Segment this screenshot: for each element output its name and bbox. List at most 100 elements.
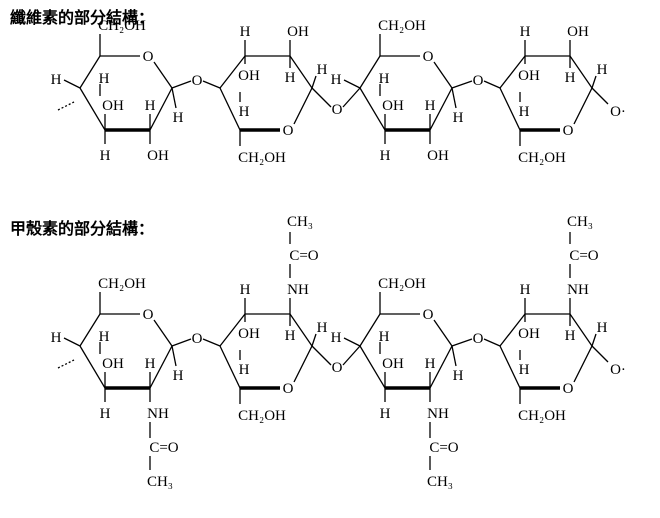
- hydrogen-label: H: [145, 98, 156, 114]
- hydrogen-label: H: [597, 62, 608, 78]
- hydrogen-label: H: [51, 330, 62, 346]
- ring-oxygen: O: [423, 307, 434, 323]
- substituent-bond: [63, 337, 81, 347]
- ring-bond: [219, 87, 241, 131]
- substituent-bond: [311, 75, 317, 89]
- glycosidic-bond: [483, 338, 501, 347]
- glycosidic-bond: [202, 80, 221, 89]
- hydrogen-label: H: [519, 362, 530, 378]
- ring-bond: [429, 87, 453, 131]
- hydrogen-label: H: [285, 328, 296, 344]
- ring-bond: [289, 313, 313, 347]
- hydrogen-label: H: [520, 282, 531, 298]
- hydrogen-label: H: [239, 362, 250, 378]
- glycosidic-bond: [311, 345, 332, 366]
- glycosidic-oxygen: O: [192, 331, 203, 347]
- substituent-bond: [451, 87, 457, 109]
- hydrogen-label: H: [425, 356, 436, 372]
- glycosidic-bond: [451, 338, 473, 347]
- hydroxyl-label: OH: [102, 356, 124, 372]
- glycosidic-bond: [342, 345, 361, 366]
- hydroxyl-label: OH: [102, 98, 124, 114]
- glycosidic-bond: [591, 345, 609, 363]
- hydrogen-label: H: [597, 320, 608, 336]
- nh-label: NH: [427, 406, 449, 422]
- glycosidic-bond: [171, 338, 192, 347]
- ring-bond: [573, 345, 593, 383]
- ring-bond: [433, 319, 453, 347]
- glycosidic-bond: [311, 87, 332, 108]
- hydrogen-label: H: [317, 320, 328, 336]
- glycosidic-bond: [202, 338, 221, 347]
- ring-bond: [219, 345, 241, 389]
- hydrogen-label: H: [285, 70, 296, 86]
- ring-bond: [569, 55, 593, 89]
- glycosidic-bond: [342, 87, 361, 108]
- cellulose-heading: 纖維素的部分結構：: [10, 8, 155, 27]
- chain-continuation: [57, 101, 75, 111]
- hydroxyl-label: OH: [382, 98, 404, 114]
- hydroxyl-label: OH: [238, 68, 260, 84]
- ch2oh-label: CH₂OH: [518, 150, 566, 166]
- ring-bond: [79, 55, 101, 89]
- ring-bond: [293, 345, 313, 383]
- ring-bond: [569, 313, 593, 347]
- ch2oh-label: CH₂OH: [378, 276, 426, 292]
- ring-bond: [149, 87, 173, 131]
- ring-bond: [359, 313, 381, 347]
- ring-bond: [219, 55, 246, 89]
- hydroxyl-label: OH: [238, 326, 260, 342]
- ring-bond: [293, 87, 313, 125]
- ring-oxygen: O: [143, 49, 154, 65]
- ring-bond: [573, 87, 593, 125]
- glycosidic-bond: [451, 80, 473, 89]
- ring-bond: [359, 87, 386, 131]
- hydrogen-label: H: [317, 62, 328, 78]
- ring-bond: [429, 345, 453, 389]
- nh-label: NH: [147, 406, 169, 422]
- hydrogen-label: H: [100, 406, 111, 422]
- ch2oh-label: CH₂OH: [518, 408, 566, 424]
- hydroxyl-label: OH: [518, 326, 540, 342]
- substituent-bond: [451, 345, 457, 367]
- hydrogen-label: H: [99, 329, 110, 345]
- ring-oxygen: O: [563, 381, 574, 397]
- hydrogen-label: H: [173, 368, 184, 384]
- substituent-bond: [343, 79, 361, 89]
- ch2oh-label: CH₂OH: [378, 18, 426, 34]
- hydrogen-label: H: [331, 72, 342, 88]
- hydrogen-label: H: [425, 98, 436, 114]
- ring-oxygen: O: [283, 123, 294, 139]
- ring-oxygen: O: [143, 307, 154, 323]
- ring-bond: [499, 87, 521, 131]
- glycosidic-oxygen: O: [192, 73, 203, 89]
- hydroxyl-label: OH: [147, 148, 169, 164]
- ch2oh-label: CH₂OH: [238, 408, 286, 424]
- substituent-bond: [591, 333, 597, 347]
- hydrogen-label: H: [99, 71, 110, 87]
- hydrogen-label: H: [240, 282, 251, 298]
- glycosidic-bond: [483, 80, 501, 89]
- hydrogen-label: H: [331, 330, 342, 346]
- ring-bond: [359, 345, 386, 389]
- ring-bond: [79, 87, 106, 131]
- carbonyl-label: C=O: [289, 248, 318, 264]
- hydrogen-label: H: [520, 24, 531, 40]
- glycosidic-oxygen: O: [473, 73, 484, 89]
- nh-label: NH: [567, 282, 589, 298]
- carbonyl-label: C=O: [569, 248, 598, 264]
- ring-bond: [149, 345, 173, 389]
- carbonyl-label: C=O: [429, 440, 458, 456]
- hydrogen-label: H: [380, 148, 391, 164]
- substituent-bond: [63, 79, 81, 89]
- chitin-heading: 甲殼素的部分結構：: [10, 219, 155, 238]
- hydrogen-label: H: [379, 71, 390, 87]
- ring-bond: [499, 313, 526, 347]
- hydroxyl-label: OH: [287, 24, 309, 40]
- ch2oh-label: CH₂OH: [238, 150, 286, 166]
- hydrogen-label: H: [453, 110, 464, 126]
- ring-bond: [499, 345, 521, 389]
- methyl-label: CH₃: [147, 474, 173, 490]
- glycosidic-oxygen: O: [473, 331, 484, 347]
